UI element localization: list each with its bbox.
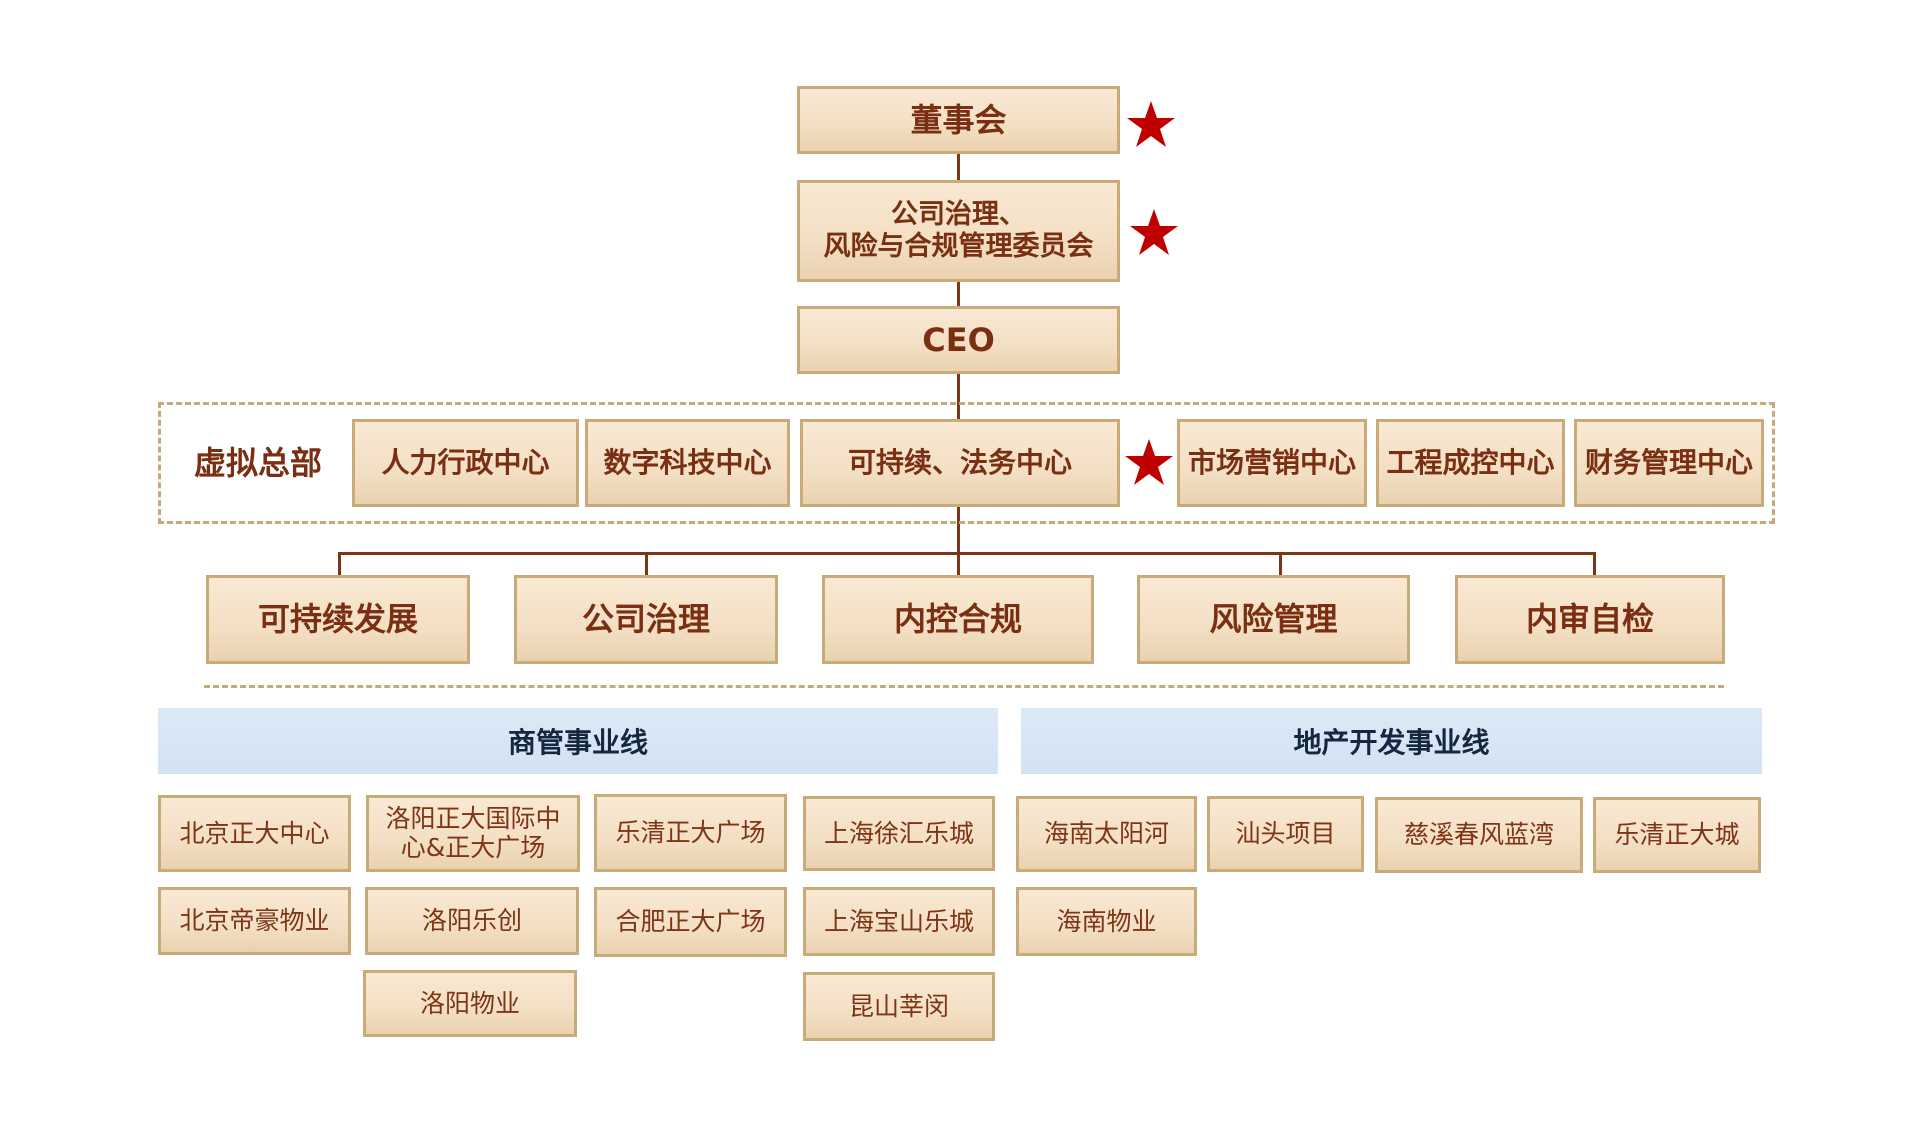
connector-drop-1 bbox=[338, 552, 341, 575]
center-label: 工程成控中心 bbox=[1386, 446, 1555, 480]
connector-drop-5 bbox=[1593, 552, 1596, 575]
project-label-line1: 洛阳正大国际中 bbox=[385, 803, 561, 833]
project-label: 昆山莘闵 bbox=[848, 991, 949, 1021]
project-label: 洛阳物业 bbox=[419, 988, 520, 1018]
ceo-label: CEO bbox=[922, 320, 995, 359]
real-estate-line-header: 地产开发事业线 bbox=[1021, 708, 1762, 774]
connector-functions-bus bbox=[338, 552, 1596, 555]
function-label: 内控合规 bbox=[893, 600, 1022, 639]
section-divider bbox=[204, 685, 1724, 688]
project-label: 洛阳乐创 bbox=[421, 906, 522, 935]
center-label: 市场营销中心 bbox=[1187, 446, 1356, 480]
project-box[interactable]: 洛阳物业 bbox=[363, 970, 577, 1037]
project-label: 汕头项目 bbox=[1235, 819, 1336, 848]
committee-label-line2: 风险与合规管理委员会 bbox=[823, 231, 1094, 262]
commercial-line-header: 商管事业线 bbox=[158, 708, 998, 774]
ceo-box[interactable]: CEO bbox=[797, 306, 1120, 374]
project-label: 上海宝山乐城 bbox=[823, 906, 974, 936]
connector-board-committee bbox=[957, 153, 960, 181]
project-box[interactable]: 乐清正大城 bbox=[1593, 797, 1761, 873]
connector-committee-ceo bbox=[957, 281, 960, 308]
project-box[interactable]: 汕头项目 bbox=[1207, 796, 1364, 872]
center-digital-tech[interactable]: 数字科技中心 bbox=[585, 419, 790, 507]
real-estate-line-title: 地产开发事业线 bbox=[1293, 726, 1490, 759]
center-engineering-cost[interactable]: 工程成控中心 bbox=[1376, 419, 1565, 507]
project-label: 慈溪春风蓝湾 bbox=[1403, 820, 1554, 849]
project-label: 合肥正大广场 bbox=[615, 907, 766, 936]
function-internal-audit[interactable]: 内审自检 bbox=[1455, 575, 1725, 664]
function-label: 风险管理 bbox=[1209, 600, 1338, 639]
function-label: 可持续发展 bbox=[257, 600, 418, 639]
virtual-hq-label: 虚拟总部 bbox=[194, 444, 323, 482]
project-box[interactable]: 海南太阳河 bbox=[1016, 796, 1197, 872]
project-label: 上海徐汇乐城 bbox=[823, 818, 974, 848]
virtual-hq-container bbox=[158, 402, 1775, 524]
star-icon bbox=[1124, 437, 1174, 487]
connector-drop-2 bbox=[645, 552, 648, 575]
project-label-line2: 心&正大广场 bbox=[400, 832, 546, 862]
project-box[interactable]: 慈溪春风蓝湾 bbox=[1375, 797, 1583, 873]
committee-box[interactable]: 公司治理、 风险与合规管理委员会 bbox=[797, 180, 1120, 282]
committee-label-line1: 公司治理、 bbox=[891, 198, 1026, 230]
project-box[interactable]: 洛阳乐创 bbox=[365, 887, 579, 955]
project-label: 海南物业 bbox=[1056, 906, 1157, 936]
project-label: 海南太阳河 bbox=[1043, 819, 1169, 848]
project-box[interactable]: 海南物业 bbox=[1016, 887, 1197, 956]
board-label: 董事会 bbox=[910, 100, 1007, 139]
project-label: 北京正大中心 bbox=[179, 818, 330, 848]
center-sustainability-legal[interactable]: 可持续、法务中心 bbox=[800, 419, 1120, 507]
project-label: 乐清正大广场 bbox=[615, 818, 766, 847]
project-box[interactable]: 合肥正大广场 bbox=[594, 887, 787, 957]
project-box[interactable]: 北京帝豪物业 bbox=[158, 887, 351, 955]
project-label: 乐清正大城 bbox=[1614, 820, 1740, 849]
function-internal-control[interactable]: 内控合规 bbox=[822, 575, 1094, 664]
center-marketing[interactable]: 市场营销中心 bbox=[1177, 419, 1367, 507]
project-box[interactable]: 北京正大中心 bbox=[158, 795, 351, 872]
center-label: 可持续、法务中心 bbox=[847, 446, 1072, 480]
project-box[interactable]: 昆山莘闵 bbox=[803, 972, 995, 1041]
center-label: 财务管理中心 bbox=[1584, 446, 1753, 480]
function-sustainable-dev[interactable]: 可持续发展 bbox=[206, 575, 470, 664]
project-box[interactable]: 上海徐汇乐城 bbox=[803, 796, 995, 871]
function-risk-management[interactable]: 风险管理 bbox=[1137, 575, 1410, 664]
project-box[interactable]: 上海宝山乐城 bbox=[803, 887, 995, 956]
star-icon bbox=[1126, 99, 1176, 149]
project-box[interactable]: 洛阳正大国际中 心&正大广场 bbox=[366, 795, 580, 872]
project-box[interactable]: 乐清正大广场 bbox=[594, 794, 787, 872]
connector-drop-4 bbox=[1279, 552, 1282, 575]
function-corporate-governance[interactable]: 公司治理 bbox=[514, 575, 778, 664]
function-label: 内审自检 bbox=[1525, 600, 1654, 639]
project-label: 北京帝豪物业 bbox=[179, 906, 330, 935]
connector-hq-functions bbox=[957, 506, 960, 575]
center-hr-admin[interactable]: 人力行政中心 bbox=[352, 419, 579, 507]
function-label: 公司治理 bbox=[581, 600, 710, 639]
center-label: 人力行政中心 bbox=[381, 446, 550, 480]
center-finance[interactable]: 财务管理中心 bbox=[1574, 419, 1764, 507]
commercial-line-title: 商管事业线 bbox=[507, 726, 648, 759]
board-box[interactable]: 董事会 bbox=[797, 86, 1120, 154]
connector-ceo-hq bbox=[957, 374, 960, 419]
center-label: 数字科技中心 bbox=[603, 446, 772, 480]
star-icon bbox=[1129, 207, 1179, 257]
